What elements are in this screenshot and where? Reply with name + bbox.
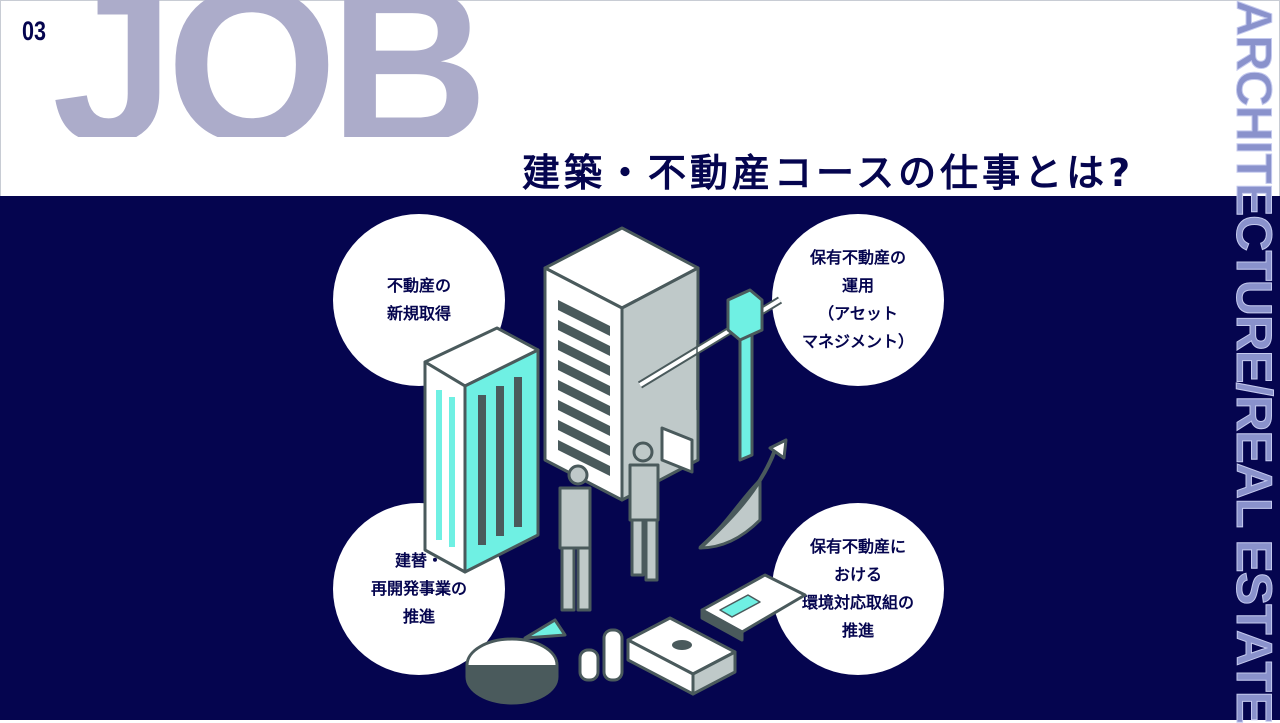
circle-line: 保有不動産の — [809, 248, 906, 267]
money-stack-icon — [626, 616, 737, 696]
header — [0, 0, 1280, 196]
circle-line: 建替・ — [394, 551, 443, 570]
people-icon — [558, 441, 660, 612]
circle-line: 環境対応取組の — [801, 593, 914, 612]
circle-line: 推進 — [841, 621, 874, 640]
job-wordmark-clip: JOB — [0, 0, 520, 137]
circle-line: （アセット — [818, 304, 898, 323]
apartment-building-icon — [423, 326, 540, 574]
calculator-icon — [700, 573, 807, 642]
job-wordmark: JOB — [52, 0, 481, 137]
circle-redevelopment: 建替・ 再開発事業の 推進 — [333, 503, 505, 675]
growth-chart-icon — [698, 438, 788, 550]
circle-line: おける — [833, 565, 882, 584]
circle-line: 新規取得 — [386, 304, 451, 323]
page-title: 建築・不動産コースの仕事とは? — [522, 151, 1135, 195]
circle-line: 不動産の — [386, 276, 451, 295]
circle-environment: 保有不動産に おける 環境対応取組の 推進 — [772, 503, 944, 675]
circle-line: 運用 — [841, 276, 874, 295]
pie-chart-icon — [465, 618, 567, 705]
circle-line: 保有不動産に — [809, 537, 906, 556]
circle-line: マネジメント） — [801, 332, 914, 351]
circle-line: 推進 — [402, 607, 435, 626]
crane-icon — [637, 288, 783, 474]
section-number: 03 — [22, 16, 47, 46]
circle-line: 再開発事業の — [370, 579, 467, 598]
coins-icon — [578, 628, 624, 682]
circle-asset-management: 保有不動産の 運用 （アセット マネジメント） — [772, 214, 944, 386]
